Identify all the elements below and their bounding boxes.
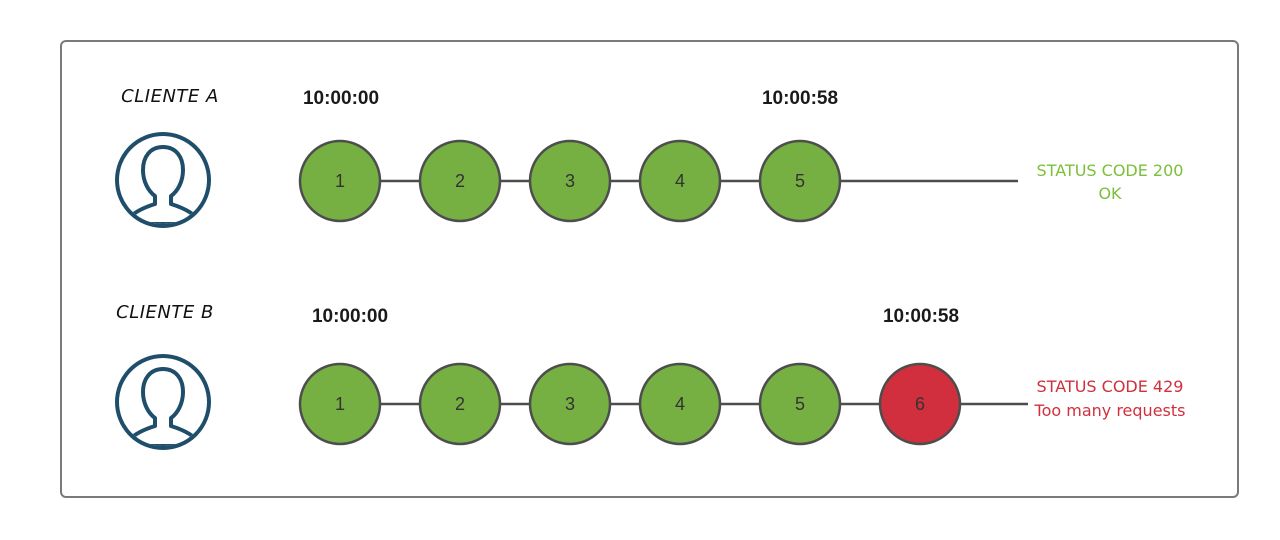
request-node-label: 4 [675,394,685,414]
time-start-label: 10:00:00 [303,88,379,109]
request-node-circle [758,362,842,446]
client-a-label: CLIENTE A [121,86,219,107]
request-node: 1 [298,139,382,223]
request-node-label: 1 [335,394,345,414]
request-node: 4 [638,362,722,446]
request-node-label: 3 [565,394,575,414]
request-node: 2 [418,362,502,446]
request-node: 5 [758,139,842,223]
request-node-label: 1 [335,171,345,191]
request-node-circle [638,362,722,446]
request-node-circle [528,362,612,446]
request-node-circle [418,362,502,446]
request-node: 6 [878,362,962,446]
request-node-label: 2 [455,171,465,191]
request-node-circle [758,139,842,223]
request-node-label: 6 [915,394,925,414]
request-node: 3 [528,139,612,223]
row-cliente-b: CLIENTE B 10:00:00 10:00:58 1 2 3 4 5 6 STATU… [115,302,1186,450]
time-end-label: 10:00:58 [883,306,959,327]
request-node-circle [878,362,962,446]
diagram-frame [60,40,1239,498]
time-end-label: 10:00:58 [762,88,838,109]
request-node-circle [298,362,382,446]
status-code-label: STATUS CODE 429 [1037,377,1184,396]
request-node: 5 [758,362,842,446]
request-nodes: 1 2 3 4 5 [298,139,842,223]
request-node-circle [528,139,612,223]
request-nodes: 1 2 3 4 5 6 [298,362,962,446]
request-node-circle [418,139,502,223]
request-node: 2 [418,139,502,223]
request-node-circle [298,139,382,223]
user-icon [115,354,211,450]
request-node: 4 [638,139,722,223]
request-node-label: 2 [455,394,465,414]
status-code-label: STATUS CODE 200 [1037,161,1184,180]
request-node-label: 5 [795,394,805,414]
row-cliente-a: CLIENTE A 10:00:00 10:00:58 1 2 3 4 5 STATUS… [115,86,1184,228]
status-text-label: Too many requests [1034,401,1186,420]
request-node-label: 4 [675,171,685,191]
request-node-label: 5 [795,171,805,191]
user-icon [115,132,211,228]
client-b-label: CLIENTE B [116,302,214,323]
time-start-label: 10:00:00 [312,306,388,327]
status-text-label: OK [1098,184,1122,203]
request-node-circle [638,139,722,223]
request-node: 3 [528,362,612,446]
request-node-label: 3 [565,171,575,191]
request-node: 1 [298,362,382,446]
